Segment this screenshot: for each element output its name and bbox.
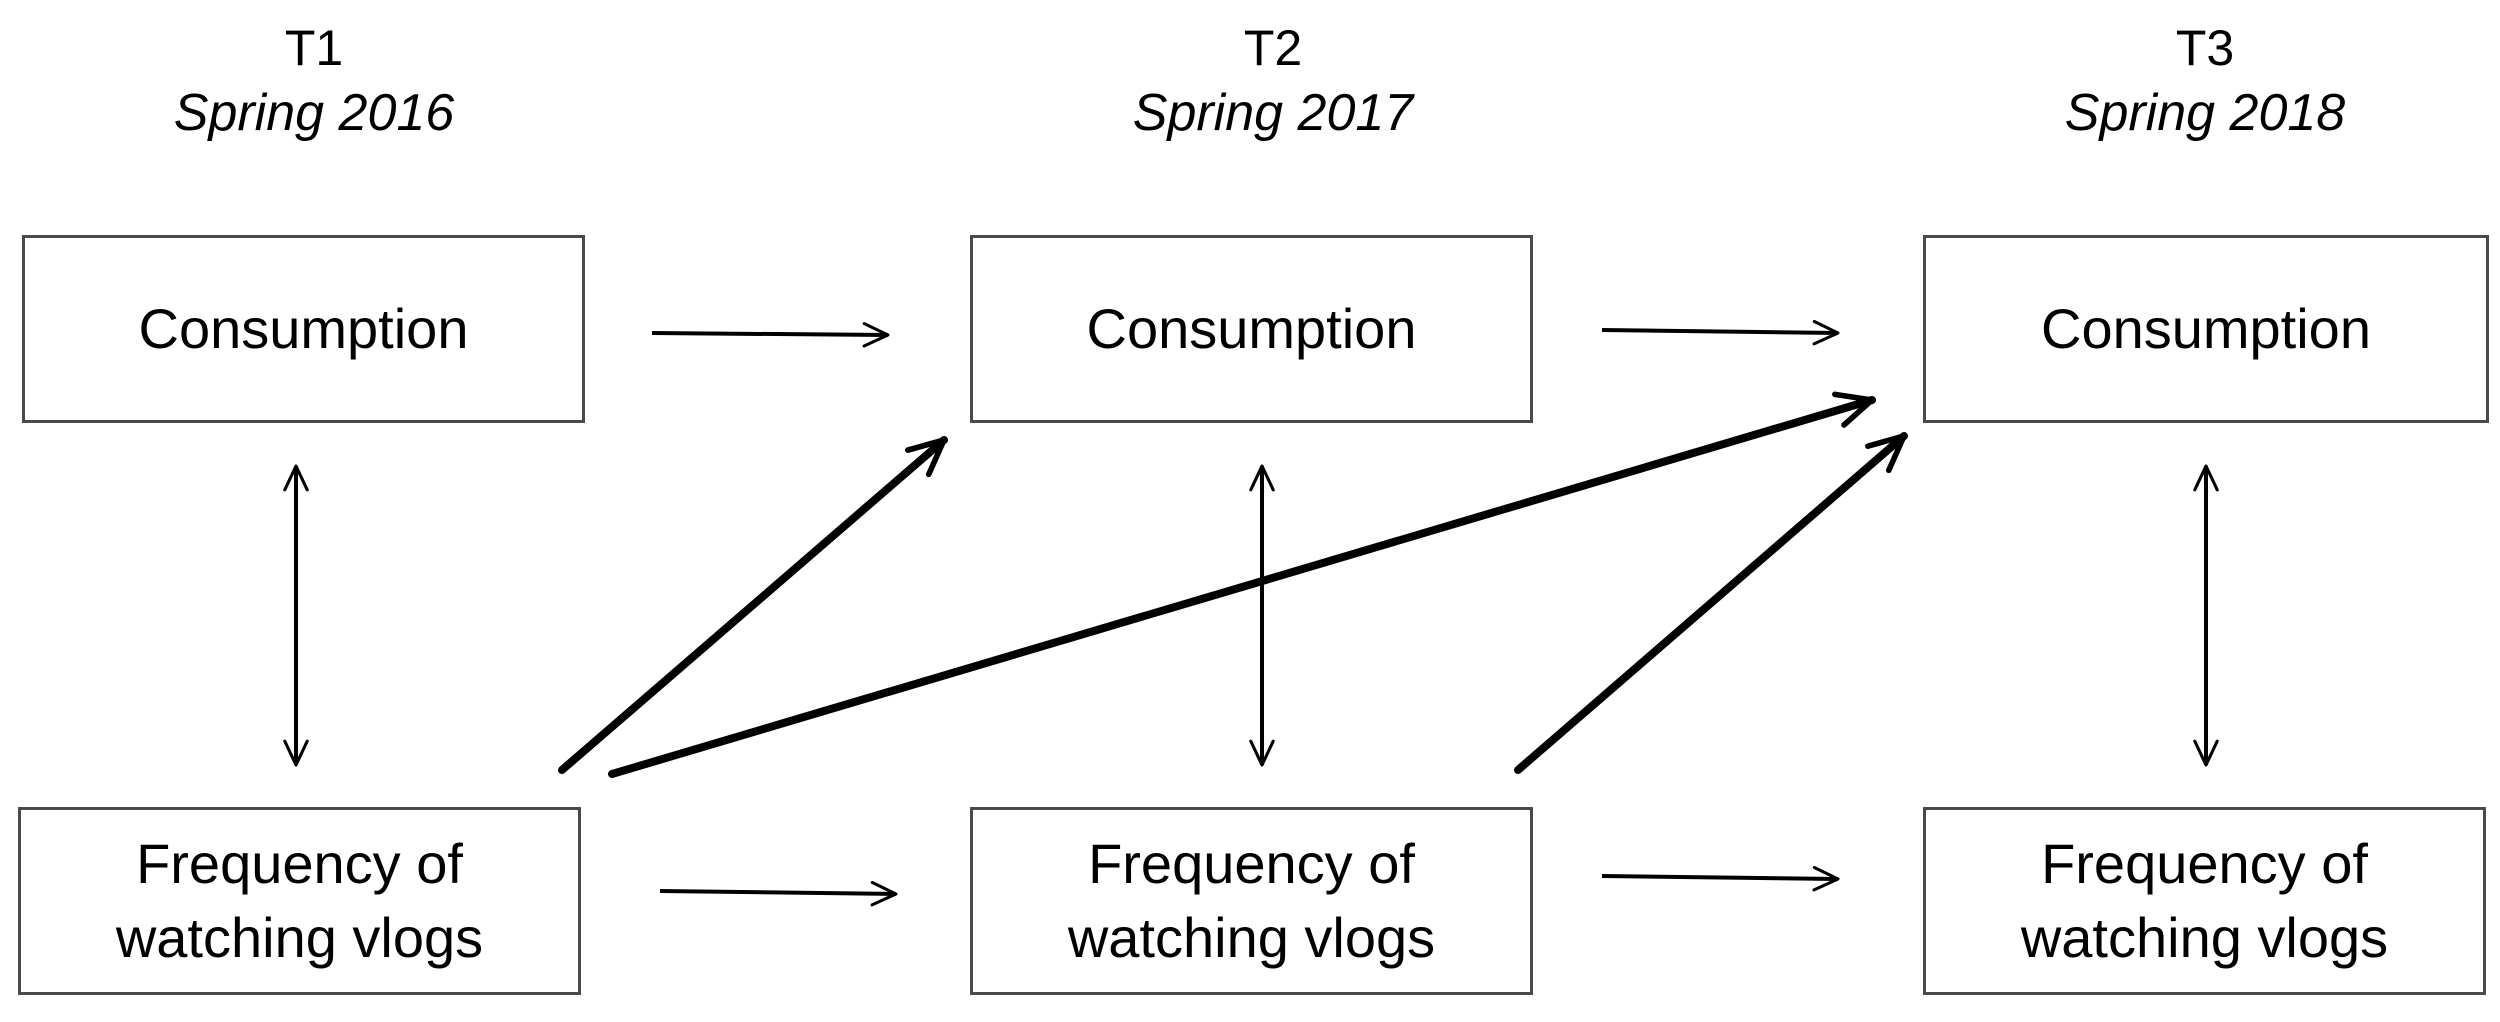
stability-arrow-vlogs-t2-t3 (1601, 876, 1838, 879)
wave-header-t3: T3 Spring 2018 (2005, 18, 2405, 144)
cross-lag-arrow-vlogs-t2-to-consumption-t3 (1514, 432, 1908, 774)
wave-header-t2: T2 Spring 2017 (1073, 18, 1473, 144)
vlogs-label: Frequency of watching vlogs (2021, 827, 2388, 975)
vlogs-label-line1: Frequency of (1088, 832, 1415, 896)
vlogs-label-line2: watching vlogs (2020, 906, 2389, 969)
wave-header-t1: T1 Spring 2016 (114, 18, 514, 144)
wave-label: T1 (284, 20, 344, 76)
stability-arrow-vlogs-t1-t2 (659, 891, 896, 894)
vlogs-label-line2: watching vlogs (1067, 906, 1436, 969)
vlogs-box-t2: Frequency of watching vlogs (970, 807, 1533, 995)
vlogs-label: Frequency of watching vlogs (116, 827, 483, 975)
wave-date: Spring 2018 (2064, 84, 2346, 142)
stability-arrow-consumption-t2-t3 (1601, 330, 1838, 333)
wave-date: Spring 2017 (1132, 84, 1414, 142)
vlogs-label-line2: watching vlogs (115, 906, 484, 969)
wave-date: Spring 2016 (173, 84, 455, 142)
vlogs-label: Frequency of watching vlogs (1068, 827, 1435, 975)
consumption-box-t2: Consumption (970, 235, 1533, 423)
vlogs-box-t1: Frequency of watching vlogs (18, 807, 581, 995)
wave-label: T3 (2175, 20, 2235, 76)
consumption-label: Consumption (2041, 297, 2371, 361)
vlogs-box-t3: Frequency of watching vlogs (1923, 807, 2486, 995)
cross-lag-arrow-vlogs-t1-to-consumption-t2 (558, 436, 948, 774)
consumption-box-t1: Consumption (22, 235, 585, 423)
consumption-box-t3: Consumption (1923, 235, 2489, 423)
consumption-label: Consumption (138, 297, 469, 361)
vlogs-label-line1: Frequency of (2041, 832, 2368, 896)
consumption-label: Consumption (1086, 297, 1417, 361)
vlogs-label-line1: Frequency of (136, 832, 463, 896)
stability-arrow-consumption-t1-t2 (651, 333, 888, 335)
cross-lag-arrow-vlogs-t1-to-consumption-t3 (608, 400, 1876, 778)
wave-label: T2 (1243, 20, 1303, 76)
